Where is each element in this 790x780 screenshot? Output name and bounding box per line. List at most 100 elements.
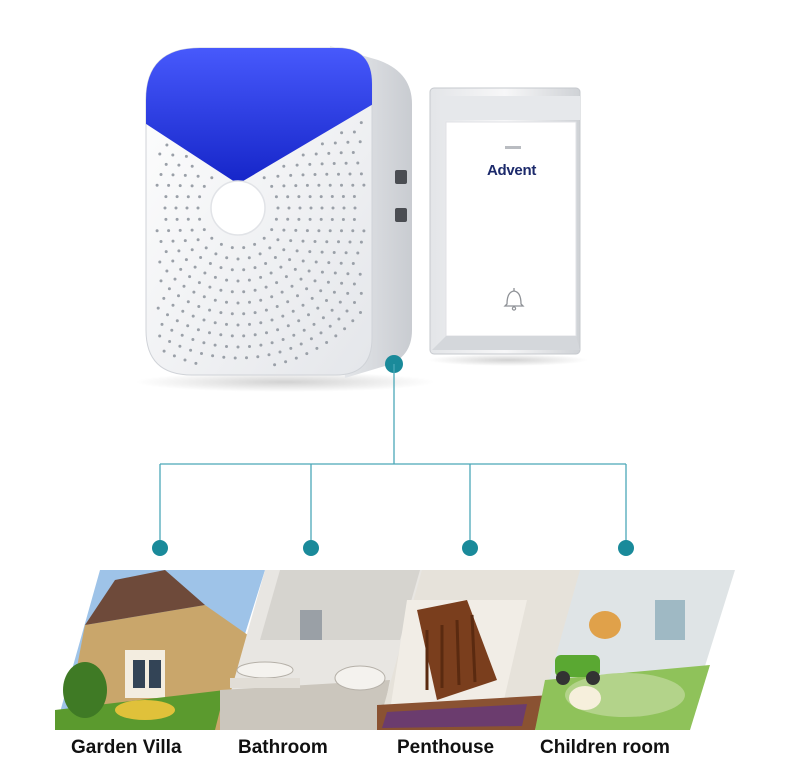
speaker-dot <box>315 346 319 350</box>
children-room-photo <box>535 570 735 730</box>
speaker-dot <box>193 265 197 269</box>
speaker-dot <box>338 300 342 304</box>
speaker-dot <box>164 250 168 254</box>
speaker-dot <box>264 285 268 289</box>
speaker-dot <box>325 172 329 176</box>
speaker-dot <box>268 246 272 250</box>
speaker-dot <box>282 184 286 188</box>
speaker-dot <box>178 344 182 348</box>
speaker-dot <box>320 206 324 210</box>
speaker-dot <box>341 195 345 198</box>
speaker-dot <box>310 296 314 300</box>
speaker-dot <box>289 239 293 243</box>
connector-lines <box>152 355 634 556</box>
speaker-dot <box>301 303 305 307</box>
speaker-dot <box>359 291 363 295</box>
speaker-dot <box>186 217 190 221</box>
speaker-dot <box>175 319 179 323</box>
speaker-dot <box>219 288 223 292</box>
speaker-dot <box>208 262 212 265</box>
speaker-dot <box>190 164 194 168</box>
room-label-penthouse: Penthouse <box>397 737 495 758</box>
speaker-dot <box>275 281 279 285</box>
speaker-dot <box>326 280 330 284</box>
speaker-dot <box>331 206 335 210</box>
speaker-dot <box>198 195 202 199</box>
speaker-dot <box>293 267 297 271</box>
speaker-dot <box>340 229 343 233</box>
speaker-dot <box>189 348 193 352</box>
speaker-dot <box>166 313 169 317</box>
speaker-dot <box>359 172 363 176</box>
speaker-dot <box>270 318 274 322</box>
speaker-dot <box>162 296 166 300</box>
speaker-dot <box>171 239 175 243</box>
speaker-dot <box>259 298 263 302</box>
speaker-dot <box>339 151 343 155</box>
speaker-dot <box>270 184 274 188</box>
speaker-dot <box>309 337 313 341</box>
speaker-dot <box>312 322 316 326</box>
penthouse-photo <box>377 570 587 730</box>
speaker-dot <box>330 218 334 221</box>
room-photo-strip <box>55 570 735 730</box>
speaker-dot <box>164 162 168 166</box>
speaker-dot <box>253 288 257 292</box>
speaker-dot <box>183 239 187 243</box>
receiver-port-icon <box>395 208 407 222</box>
speaker-dot <box>319 331 323 335</box>
speaker-dot <box>171 153 175 157</box>
speaker-dot <box>197 305 201 308</box>
speaker-dot <box>288 258 292 262</box>
speaker-dot <box>175 217 179 221</box>
speaker-dot <box>202 318 206 322</box>
speaker-dot <box>179 267 183 271</box>
speaker-dot <box>352 282 356 286</box>
speaker-dot <box>269 271 273 275</box>
speaker-dot <box>178 228 182 232</box>
speaker-dot <box>191 314 195 318</box>
speaker-dot <box>320 250 324 254</box>
speaker-dot <box>276 238 280 242</box>
speaker-dot <box>194 361 198 365</box>
speaker-dot <box>175 195 179 199</box>
speaker-dot <box>196 238 200 242</box>
speaker-dot <box>301 173 305 177</box>
speaker-dot <box>319 289 323 293</box>
speaker-dot <box>178 184 182 188</box>
speaker-dot <box>202 184 206 188</box>
speaker-dot <box>295 249 299 253</box>
speaker-dot <box>296 294 299 298</box>
speaker-dot <box>351 183 355 187</box>
speaker-dot <box>225 278 229 282</box>
speaker-dot <box>313 279 317 283</box>
speaker-dot <box>321 316 325 320</box>
speaker-dot <box>351 229 355 233</box>
speaker-dot <box>202 228 206 232</box>
speaker-dot <box>290 284 294 288</box>
speaker-dot <box>219 266 223 270</box>
speaker-dot <box>171 303 175 307</box>
speaker-dot <box>302 328 306 332</box>
speaker-dot <box>328 324 332 328</box>
speaker-dot <box>317 183 321 187</box>
speaker-dot <box>362 229 366 233</box>
bathroom-photo <box>220 570 430 730</box>
speaker-dot <box>219 311 223 315</box>
speaker-dot <box>270 341 274 345</box>
speaker-dot <box>308 195 312 199</box>
speaker-dot <box>253 311 257 315</box>
bell-icon <box>503 288 525 311</box>
speaker-dot <box>345 309 349 313</box>
speaker-dot <box>253 333 257 337</box>
speaker-dot <box>275 305 279 308</box>
speaker-dot <box>351 262 355 265</box>
connector-dot <box>462 540 478 556</box>
speaker-dot <box>165 143 169 147</box>
speaker-dot <box>330 195 334 198</box>
speaker-dot <box>334 334 338 338</box>
speaker-dot <box>186 300 190 304</box>
speaker-dot <box>282 228 286 232</box>
speaker-dot <box>236 345 240 349</box>
speaker-dot <box>301 259 305 263</box>
